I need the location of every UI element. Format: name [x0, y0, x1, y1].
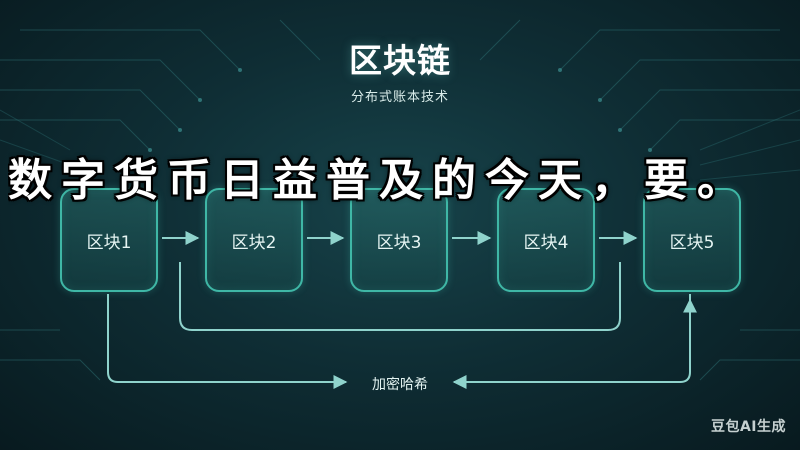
block-3: 区块3	[350, 188, 448, 292]
block-1: 区块1	[60, 188, 158, 292]
block-2: 区块2	[205, 188, 303, 292]
hash-label: 加密哈希	[372, 377, 428, 393]
diagram-subtitle: 分布式账本技术	[350, 90, 449, 105]
block-4: 区块4	[497, 188, 595, 292]
overlay-caption: 数字货币日益普及的今天，要。	[8, 155, 750, 206]
watermark: 豆包AI生成	[710, 419, 786, 435]
block-5: 区块5	[643, 188, 741, 292]
hash-line-right	[452, 294, 691, 389]
link-line-upper	[179, 262, 621, 331]
hash-line-left	[107, 294, 348, 389]
diagram-title: 区块链	[349, 41, 451, 80]
